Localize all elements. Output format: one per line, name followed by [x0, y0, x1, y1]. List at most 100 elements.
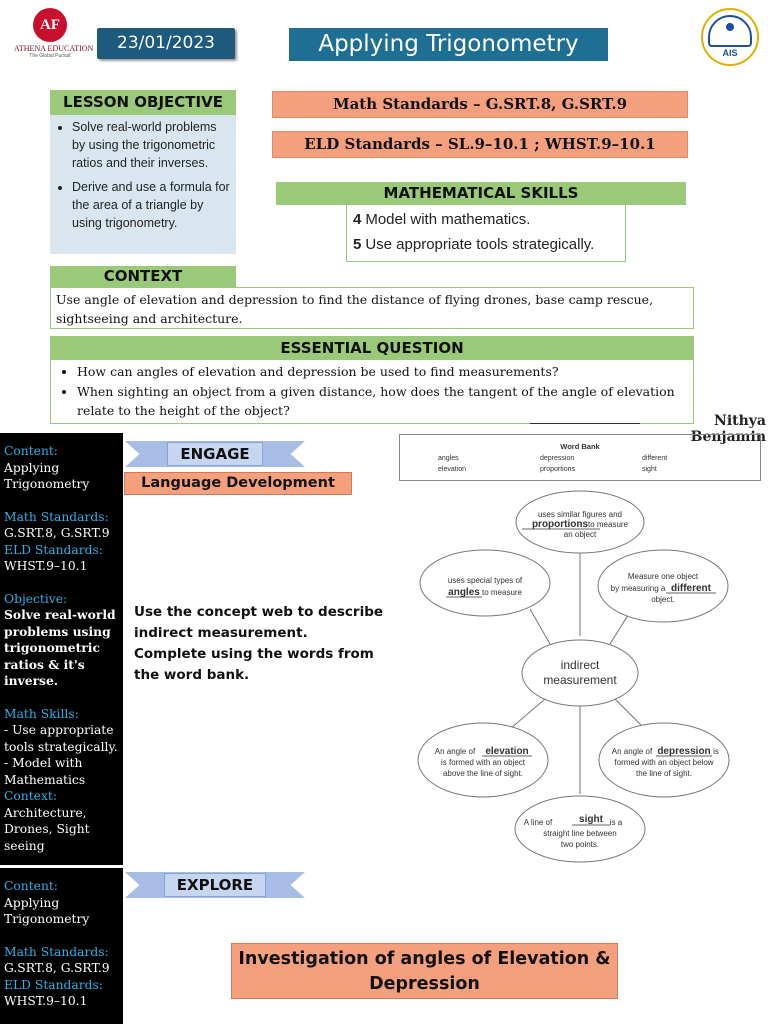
- concept-center-text: measurement: [543, 673, 617, 687]
- lesson-objective-item: Derive and use a formula for the area of…: [72, 178, 230, 232]
- context-heading: CONTEXT: [50, 266, 236, 287]
- sidebar-eld-label: ELD Standards:: [4, 542, 103, 557]
- sidebar-skill: - Use appropriate tools strategically.: [4, 723, 118, 754]
- engage-sidebar: Content: Applying Trigonometry Math Stan…: [0, 433, 123, 865]
- sidebar-content: Applying Trigonometry: [4, 460, 90, 492]
- concept-node-elevation: [417, 722, 549, 798]
- explore-sidebar: Content: Applying Trigonometry Math Stan…: [0, 868, 123, 1024]
- explore-ribbon-label: EXPLORE: [163, 873, 267, 897]
- lesson-objective-item: Solve real-world problems by using the t…: [72, 118, 230, 172]
- sidebar-context: Architecture, Drones, Sight seeing: [4, 805, 90, 853]
- word-bank-word: sight: [642, 466, 657, 473]
- math-skills-heading: MATHEMATICAL SKILLS: [276, 182, 686, 205]
- word-bank-word: depression: [540, 455, 575, 462]
- node-text: to measure: [588, 520, 629, 529]
- ais-logo-text: AIS: [722, 48, 738, 58]
- lesson-objective-heading: LESSON OBJECTIVE: [50, 90, 236, 115]
- athena-logo-mark: AF: [33, 8, 67, 42]
- sidebar-eld: WHST.9–10.1: [4, 994, 88, 1008]
- concept-node-sight: [514, 795, 646, 863]
- concept-node-proportions: [515, 490, 645, 554]
- athena-logo-name: ATHENA EDUCATION: [14, 44, 94, 53]
- language-development-banner: Language Development: [124, 472, 352, 495]
- essential-question-heading: ESSENTIAL QUESTION: [50, 336, 694, 360]
- essential-question-item: How can angles of elevation and depressi…: [77, 362, 688, 381]
- word-bank-word: proportions: [540, 466, 576, 473]
- page-title: Applying Trigonometry: [289, 28, 608, 61]
- sidebar-content-label: Content:: [4, 444, 58, 458]
- sidebar-math-label: Math Standards:: [4, 509, 109, 524]
- concept-web-diagram: uses similar figures and proportions to …: [417, 490, 730, 863]
- concept-center-text: indirect: [561, 658, 600, 672]
- concept-web-connector: [509, 698, 546, 730]
- athena-logo-tagline: The Global Pursuit: [29, 53, 71, 59]
- node-text: is formed with an object: [441, 758, 526, 767]
- sidebar-context-label: Context:: [4, 789, 57, 803]
- node-text: to measure: [482, 588, 523, 597]
- author-divider: [530, 423, 640, 424]
- athena-education-logo: AF ATHENA EDUCATION The Global Pursuit: [14, 8, 94, 64]
- sidebar-objective: Solve real-world problems using trigonom…: [4, 607, 116, 688]
- node-text: is: [713, 747, 719, 756]
- sidebar-content: Applying Trigonometry: [4, 895, 90, 927]
- node-text: An angle of: [612, 747, 653, 756]
- concept-node-angles: [419, 549, 551, 617]
- author-name: Nithya Benjamin: [690, 413, 766, 445]
- node-fill-word: angles: [448, 587, 480, 598]
- node-fill-word: sight: [579, 814, 604, 825]
- node-text: An angle of: [435, 747, 476, 756]
- concept-node-center: [521, 639, 639, 707]
- node-text: by measuring a: [611, 584, 666, 593]
- concept-web-connector: [529, 608, 551, 645]
- node-fill-word: elevation: [485, 746, 528, 757]
- engage-ribbon: ENGAGE: [125, 441, 305, 467]
- node-text: is a: [610, 818, 623, 827]
- word-bank: Word Bank angles depression different el…: [399, 434, 761, 481]
- node-text: the line of sight.: [636, 769, 692, 778]
- ais-logo: AIS: [701, 8, 759, 66]
- sidebar-objective-label: Objective:: [4, 591, 68, 606]
- math-standards-banner: Math Standards – G.SRT.8, G.SRT.9: [272, 91, 688, 118]
- word-bank-title: Word Bank: [560, 442, 600, 451]
- sidebar-skills-label: Math Skills:: [4, 706, 79, 721]
- node-text: A line of: [524, 818, 553, 827]
- essential-question-item: When sighting an object from a given dis…: [77, 382, 688, 420]
- concept-node-depression: [598, 722, 730, 798]
- node-fill-word: different: [671, 583, 712, 594]
- ais-logo-icon: [708, 15, 752, 47]
- date-badge: 23/01/2023: [97, 28, 235, 59]
- word-bank-grid: angles depression different elevation pr…: [400, 451, 760, 473]
- sidebar-content-label: Content:: [4, 879, 58, 893]
- sidebar-skill: - Model with Mathematics: [4, 756, 86, 787]
- node-text: Measure one object: [628, 572, 699, 581]
- eld-standards-banner: ELD Standards – SL.9–10.1 ; WHST.9–10.1: [272, 131, 688, 158]
- node-text: formed with an object below: [614, 758, 713, 767]
- concept-web-connector: [609, 611, 631, 645]
- node-text: two points.: [561, 840, 599, 849]
- node-text: above the line of sight.: [443, 769, 523, 778]
- node-fill-word: proportions: [532, 519, 589, 530]
- node-text: straight line between: [543, 829, 616, 838]
- explore-ribbon: EXPLORE: [125, 872, 305, 898]
- context-text: Use angle of elevation and depression to…: [50, 287, 694, 329]
- concept-node-different: [597, 549, 729, 623]
- word-bank-word: elevation: [438, 466, 467, 473]
- node-text: object.: [651, 595, 675, 604]
- node-text: uses special types of: [448, 576, 523, 585]
- concept-web-instruction: Use the concept web to describe indirect…: [134, 604, 384, 683]
- node-text: uses similar figures and: [538, 510, 622, 519]
- sidebar-math-label: Math Standards:: [4, 944, 109, 959]
- investigation-banner: Investigation of angles of Elevation & D…: [231, 943, 618, 999]
- word-bank-word: different: [642, 455, 668, 462]
- essential-question-list: How can angles of elevation and depressi…: [50, 360, 694, 424]
- sidebar-math: G.SRT.8, G.SRT.9: [4, 526, 110, 540]
- sidebar-eld: WHST.9–10.1: [4, 559, 88, 573]
- sidebar-math: G.SRT.8, G.SRT.9: [4, 961, 110, 975]
- sidebar-eld-label: ELD Standards:: [4, 977, 103, 992]
- node-text: an object: [564, 530, 597, 539]
- concept-web-connector: [614, 698, 646, 730]
- word-bank-word: angles: [438, 455, 459, 462]
